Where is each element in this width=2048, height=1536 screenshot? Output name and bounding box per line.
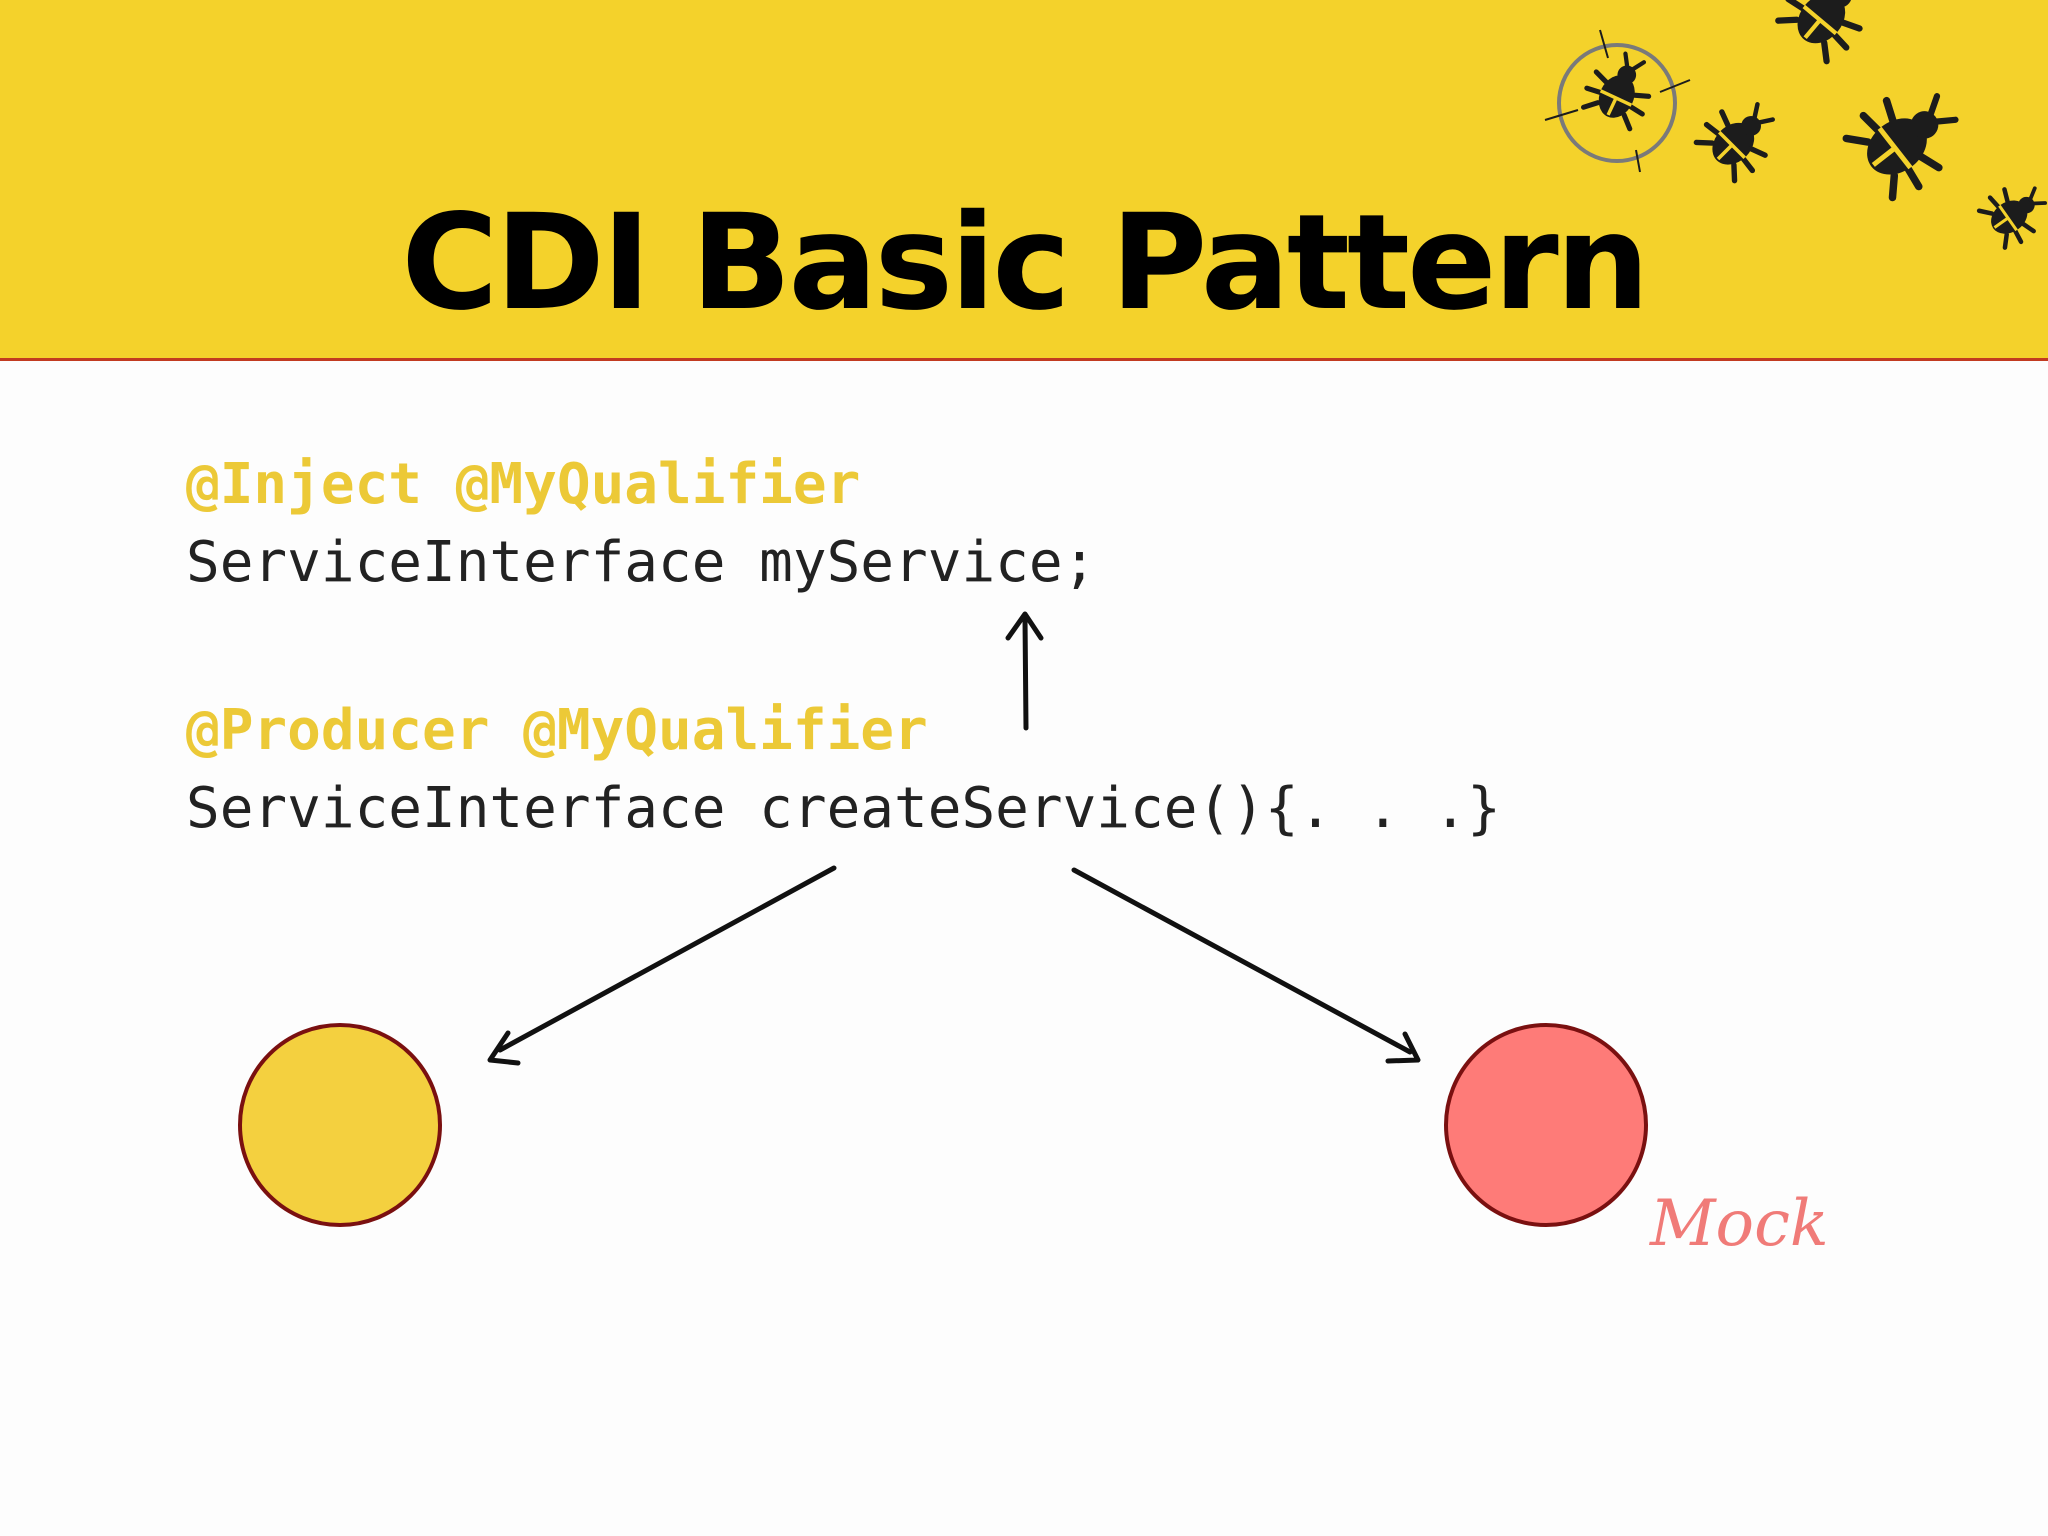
mock-label: Mock: [1650, 1184, 1829, 1264]
right-arrow: [1074, 870, 1418, 1061]
real-service-node: [240, 1025, 440, 1225]
mock-service-node: [1446, 1025, 1646, 1225]
left-arrow: [490, 868, 834, 1063]
up-arrow: [1008, 614, 1041, 728]
